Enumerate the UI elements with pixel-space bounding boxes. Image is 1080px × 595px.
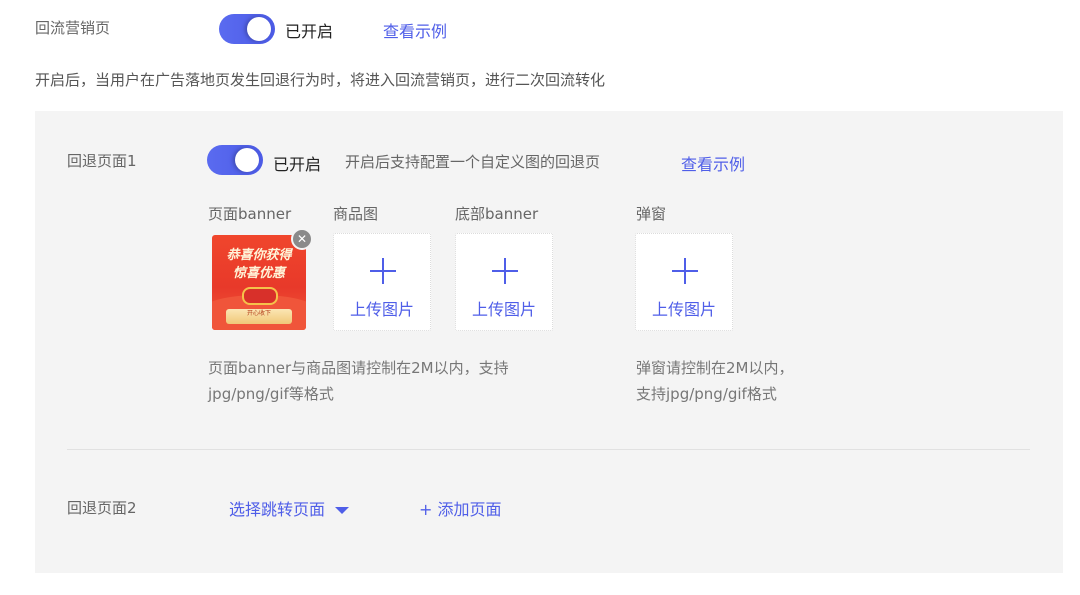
plus-icon [492, 258, 518, 284]
marketing-page-toggle[interactable] [219, 14, 275, 44]
caret-down-icon [335, 507, 350, 514]
upload-label: 上传图片 [349, 300, 414, 319]
upload-bottom-banner-button[interactable]: 上传图片 [455, 233, 553, 331]
select-jump-page-label: 选择跳转页面 [229, 500, 326, 519]
add-page-button[interactable]: + 添加页面 [419, 500, 502, 519]
hint-line: jpg/png/gif等格式 [208, 385, 334, 403]
gift-icon [242, 287, 278, 305]
page-banner-thumbnail[interactable]: 恭喜你获得 惊喜优惠 开心收下 [212, 235, 306, 330]
banner-text-line1: 恭喜你获得 [226, 248, 292, 263]
return-page-1-toggle[interactable] [207, 145, 263, 175]
hint-line: 弹窗请控制在2M以内， [636, 359, 794, 377]
slot-label-popup: 弹窗 [636, 205, 667, 223]
toggle-knob [247, 17, 271, 41]
upload-popup-button[interactable]: 上传图片 [635, 233, 733, 331]
marketing-page-status: 已开启 [285, 22, 334, 41]
slot-label-bottom-banner: 底部banner [455, 205, 539, 223]
return-page-2-label: 回退页面2 [67, 499, 137, 517]
plus-icon [672, 258, 698, 284]
toggle-knob [235, 148, 259, 172]
slot-label-product-image: 商品图 [333, 205, 379, 223]
banner-button-graphic: 开心收下 [226, 309, 292, 324]
section-divider [67, 449, 1030, 450]
banner-format-hint: 页面banner与商品图请控制在2M以内，支持 jpg/png/gif等格式 [208, 355, 509, 407]
close-icon[interactable]: ✕ [291, 228, 313, 250]
banner-text-line2: 惊喜优惠 [232, 266, 285, 281]
return-pages-panel [35, 111, 1063, 573]
view-example-link[interactable]: 查看示例 [383, 22, 448, 41]
marketing-page-label: 回流营销页 [35, 19, 111, 37]
upload-label: 上传图片 [651, 300, 716, 319]
return-page-1-status: 已开启 [273, 155, 322, 174]
hint-line: 页面banner与商品图请控制在2M以内，支持 [208, 359, 509, 377]
marketing-page-description: 开启后，当用户在广告落地页发生回退行为时，将进入回流营销页，进行二次回流转化 [35, 71, 606, 89]
return-page-1-label: 回退页面1 [67, 152, 137, 170]
slot-label-page-banner: 页面banner [208, 205, 292, 223]
upload-product-image-button[interactable]: 上传图片 [333, 233, 431, 331]
plus-icon [370, 258, 396, 284]
hint-line: 支持jpg/png/gif格式 [636, 385, 777, 403]
popup-format-hint: 弹窗请控制在2M以内， 支持jpg/png/gif格式 [636, 355, 794, 407]
select-jump-page-dropdown[interactable]: 选择跳转页面 [229, 496, 350, 520]
return-page-1-example-link[interactable]: 查看示例 [681, 155, 746, 174]
return-page-1-note: 开启后支持配置一个自定义图的回退页 [345, 153, 601, 171]
upload-label: 上传图片 [471, 300, 536, 319]
